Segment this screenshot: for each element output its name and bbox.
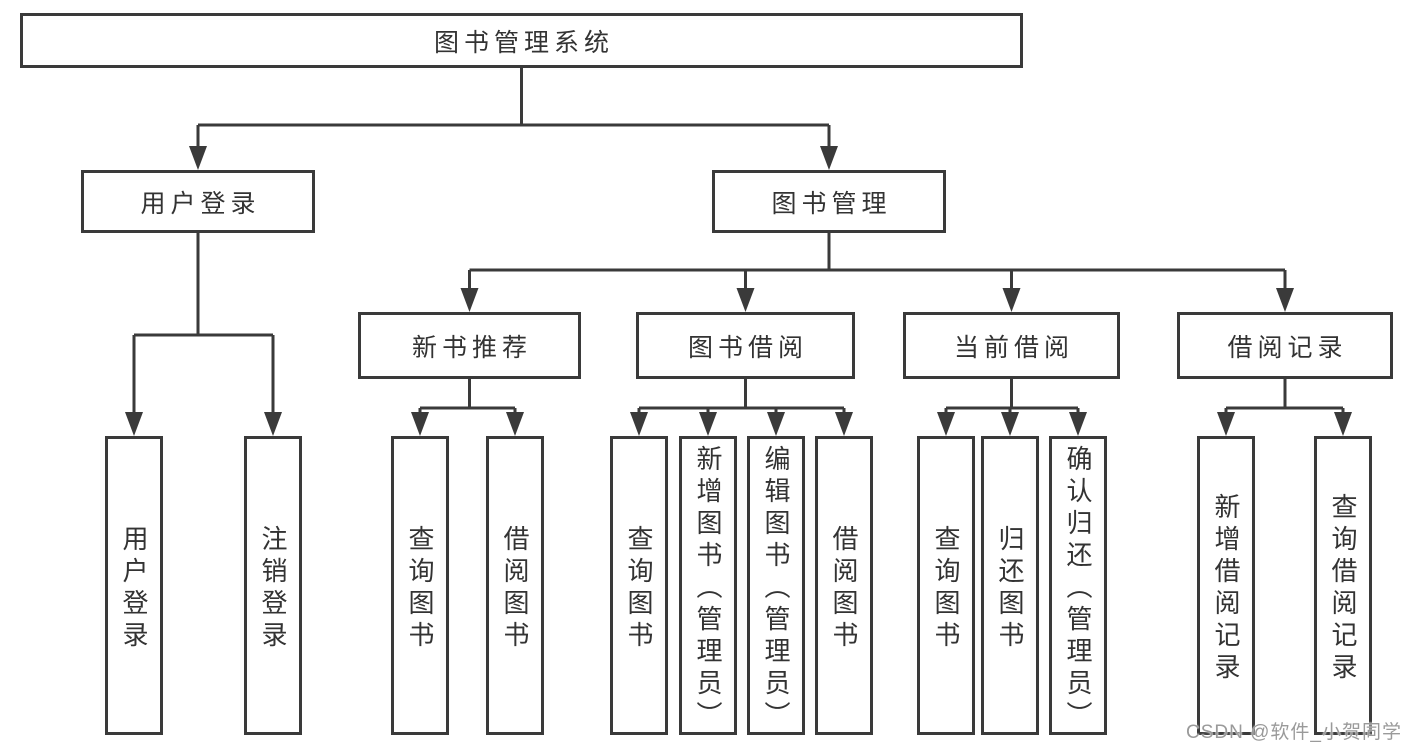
node-book-management-label: 图书管理 xyxy=(771,189,892,218)
leaf-borrow-edit-books-admin: 编辑图书（管理员） xyxy=(747,436,805,735)
leaf-borrow-add-books-admin-label: 新增图书（管理员） xyxy=(693,444,723,733)
leaf-logout-login-label: 注销登录 xyxy=(258,524,288,653)
node-user-login: 用户登录 xyxy=(81,170,315,233)
leaf-records-search-record-label: 查询借阅记录 xyxy=(1328,492,1358,685)
leaf-borrow-search-books: 查询图书 xyxy=(610,436,668,735)
leaf-records-search-record: 查询借阅记录 xyxy=(1314,436,1372,735)
leaf-recommend-search-books-label: 查询图书 xyxy=(405,524,435,653)
leaf-recommend-search-books: 查询图书 xyxy=(391,436,449,735)
watermark: CSDN @软件_小贺同学 xyxy=(1186,722,1402,743)
leaf-recommend-borrow-books: 借阅图书 xyxy=(486,436,544,735)
leaf-borrow-search-books-label: 查询图书 xyxy=(624,524,654,653)
node-user-login-label: 用户登录 xyxy=(140,189,261,218)
node-library-management-system-label: 图书管理系统 xyxy=(433,28,614,57)
leaf-records-add-record: 新增借阅记录 xyxy=(1197,436,1255,735)
leaf-current-return-books-label: 归还图书 xyxy=(995,524,1025,653)
leaf-current-confirm-return-admin-label: 确认归还（管理员） xyxy=(1063,444,1093,733)
node-book-borrowing-label: 图书借阅 xyxy=(687,333,808,362)
leaf-current-search-books-label: 查询图书 xyxy=(931,524,961,653)
node-library-management-system: 图书管理系统 xyxy=(20,13,1023,68)
leaf-current-search-books: 查询图书 xyxy=(917,436,975,735)
leaf-recommend-borrow-books-label: 借阅图书 xyxy=(500,524,530,653)
node-borrowing-records-label: 借阅记录 xyxy=(1227,333,1348,362)
leaf-borrow-borrow-books: 借阅图书 xyxy=(815,436,873,735)
node-book-borrowing: 图书借阅 xyxy=(636,312,855,379)
leaf-current-return-books: 归还图书 xyxy=(981,436,1039,735)
leaf-records-add-record-label: 新增借阅记录 xyxy=(1211,492,1241,685)
node-current-borrowing: 当前借阅 xyxy=(903,312,1120,379)
leaf-logout-login: 注销登录 xyxy=(244,436,302,735)
node-new-book-recommendation: 新书推荐 xyxy=(358,312,581,379)
leaf-borrow-edit-books-admin-label: 编辑图书（管理员） xyxy=(761,444,791,733)
node-new-book-recommendation-label: 新书推荐 xyxy=(411,333,532,362)
leaf-current-confirm-return-admin: 确认归还（管理员） xyxy=(1049,436,1107,735)
node-book-management: 图书管理 xyxy=(712,170,946,233)
node-borrowing-records: 借阅记录 xyxy=(1177,312,1393,379)
arrowheads xyxy=(125,146,1352,436)
leaf-user-login: 用户登录 xyxy=(105,436,163,735)
node-current-borrowing-label: 当前借阅 xyxy=(953,333,1074,362)
leaf-user-login-label: 用户登录 xyxy=(119,524,149,653)
leaf-borrow-borrow-books-label: 借阅图书 xyxy=(829,524,859,653)
leaf-borrow-add-books-admin: 新增图书（管理员） xyxy=(679,436,737,735)
